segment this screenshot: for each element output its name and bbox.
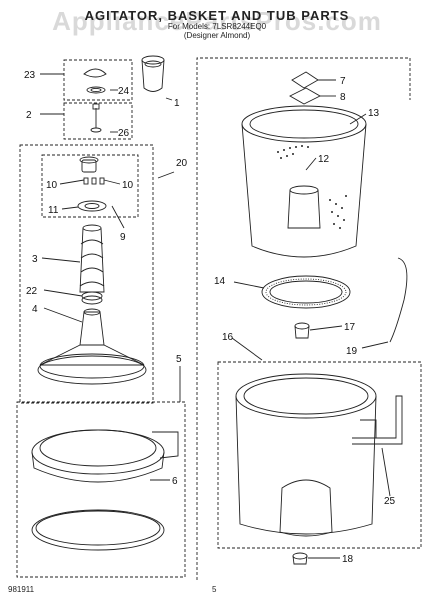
callout-8: 8 — [340, 92, 346, 103]
cap-parts-24 — [83, 68, 107, 94]
callout-18: 18 — [342, 554, 354, 565]
agitator-cap-part — [141, 55, 165, 92]
callout-12: 12 — [318, 154, 330, 165]
callout-13: 13 — [368, 108, 380, 119]
callout-22: 22 — [26, 286, 38, 297]
callout-6: 6 — [172, 476, 178, 487]
agitator-dogs-part-10 — [79, 156, 105, 185]
watermark-text: AppliancePartsPros.com — [52, 6, 382, 36]
callout-2: 2 — [26, 110, 32, 121]
group-box-9 — [41, 154, 139, 218]
callout-5: 5 — [176, 354, 182, 365]
callout-23: 23 — [24, 70, 36, 81]
callout-1: 1 — [174, 98, 180, 109]
tub-ring-part-6 — [31, 429, 179, 551]
drive-bell-part-17 — [294, 322, 310, 339]
callout-3: 3 — [32, 254, 38, 265]
group-box-20 — [19, 144, 154, 404]
callout-7: 7 — [340, 76, 346, 87]
basket-part-13 — [241, 105, 367, 258]
drain-nut-part-18 — [292, 552, 308, 565]
bearing-part-22 — [81, 291, 103, 305]
leader-lines — [40, 73, 391, 559]
group-box-5 — [16, 401, 186, 578]
footer-page-number: 5 — [212, 585, 217, 594]
callout-25: 25 — [384, 496, 396, 507]
callout-16: 16 — [222, 332, 234, 343]
callout-11: 11 — [48, 205, 59, 216]
bolt-part-26 — [90, 103, 102, 133]
callout-19: 19 — [346, 346, 358, 357]
callout-20: 20 — [176, 158, 188, 169]
model-line: For Models: 7LSR8244EQ0 — [167, 22, 267, 31]
cam-part-11 — [77, 200, 107, 212]
footer-code: 981911 — [8, 585, 35, 594]
callout-26: 26 — [118, 128, 130, 139]
connector-line — [196, 57, 411, 580]
callout-14: 14 — [214, 276, 226, 287]
callout-10-left: 10 — [46, 180, 58, 191]
callout-17: 17 — [344, 322, 356, 333]
designer-line: (Designer Almond) — [183, 31, 251, 40]
diagram-title: AGITATOR, BASKET AND TUB PARTS — [84, 8, 350, 23]
group-box-2 — [63, 102, 133, 140]
tub-part-16 — [235, 373, 377, 537]
basket-perforations — [277, 145, 347, 229]
basket-hub-parts-7-8 — [289, 71, 321, 105]
pipe-part-25 — [352, 395, 403, 445]
hose-part-19 — [389, 257, 408, 343]
agitator-base-part-4 — [37, 308, 147, 385]
callout-4: 4 — [32, 304, 38, 315]
spin-ring-part-14 — [261, 275, 351, 309]
callout-10-right: 10 — [122, 180, 134, 191]
callout-24: 24 — [118, 86, 130, 97]
group-box-16 — [217, 361, 422, 549]
auger-part-3 — [79, 224, 105, 293]
group-box-23 — [63, 59, 133, 101]
callout-9: 9 — [120, 232, 126, 243]
